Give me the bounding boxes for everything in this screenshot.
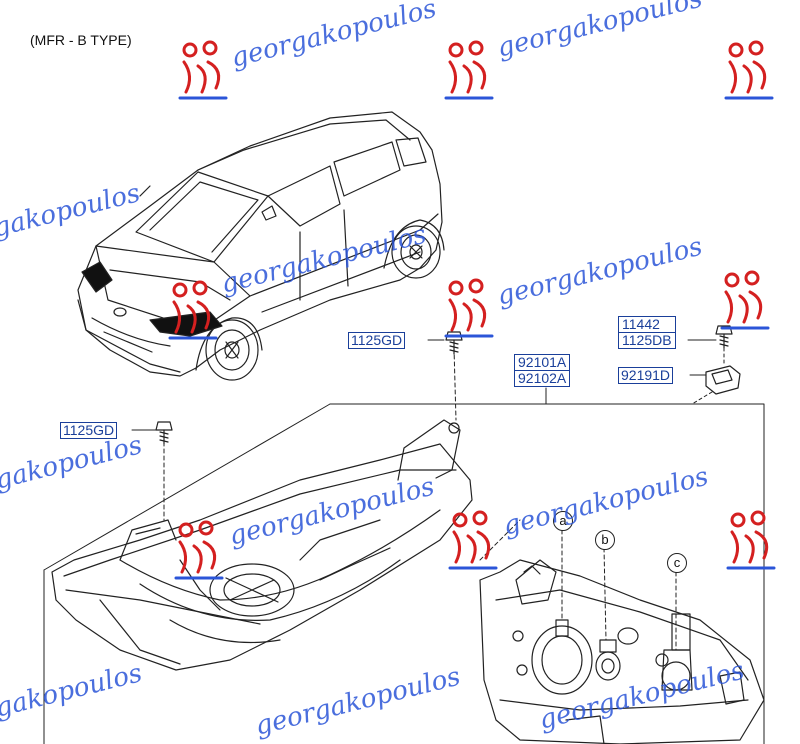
part-label-bolt-right[interactable]: 11442 1125DB <box>618 316 676 349</box>
watermark-logo <box>726 510 776 570</box>
bracket-drawing <box>705 365 741 395</box>
part-number-headlamp-right: 92102A <box>515 370 570 386</box>
watermark-logo <box>178 40 228 100</box>
watermark-logo <box>444 40 494 100</box>
model-type-note: (MFR - B TYPE) <box>30 32 132 48</box>
headlamp-assembly-drawing <box>51 419 473 671</box>
part-label-screw-left[interactable]: 1125GD <box>60 422 118 439</box>
car-illustration <box>77 111 445 381</box>
part-label-bracket[interactable]: 92191D <box>618 367 674 384</box>
assembly-frame <box>43 403 765 744</box>
callout-a: a <box>553 511 573 531</box>
part-number-bolt-alt: 1125DB <box>619 332 675 348</box>
callout-b: b <box>595 530 615 550</box>
watermark-logo <box>448 510 498 570</box>
callout-c: c <box>667 553 687 573</box>
watermark-logo <box>168 280 218 340</box>
watermark-logo <box>444 278 494 338</box>
part-number-headlamp-left: 92101A <box>518 354 567 370</box>
part-label-screw-top[interactable]: 1125GD <box>348 332 406 349</box>
watermark-logo <box>720 270 770 330</box>
rear-housing-drawing <box>479 559 765 744</box>
watermark-logos <box>168 40 776 580</box>
watermark-logo <box>724 40 774 100</box>
part-number-bolt: 11442 <box>622 316 660 332</box>
part-label-headlamp[interactable]: 92101A 92102A <box>514 354 571 387</box>
screw-top-drawing <box>445 331 463 355</box>
bolt-right-drawing <box>715 325 733 349</box>
leader-lines <box>131 339 725 651</box>
watermark-logo <box>174 520 224 580</box>
screw-left-drawing <box>155 421 173 445</box>
